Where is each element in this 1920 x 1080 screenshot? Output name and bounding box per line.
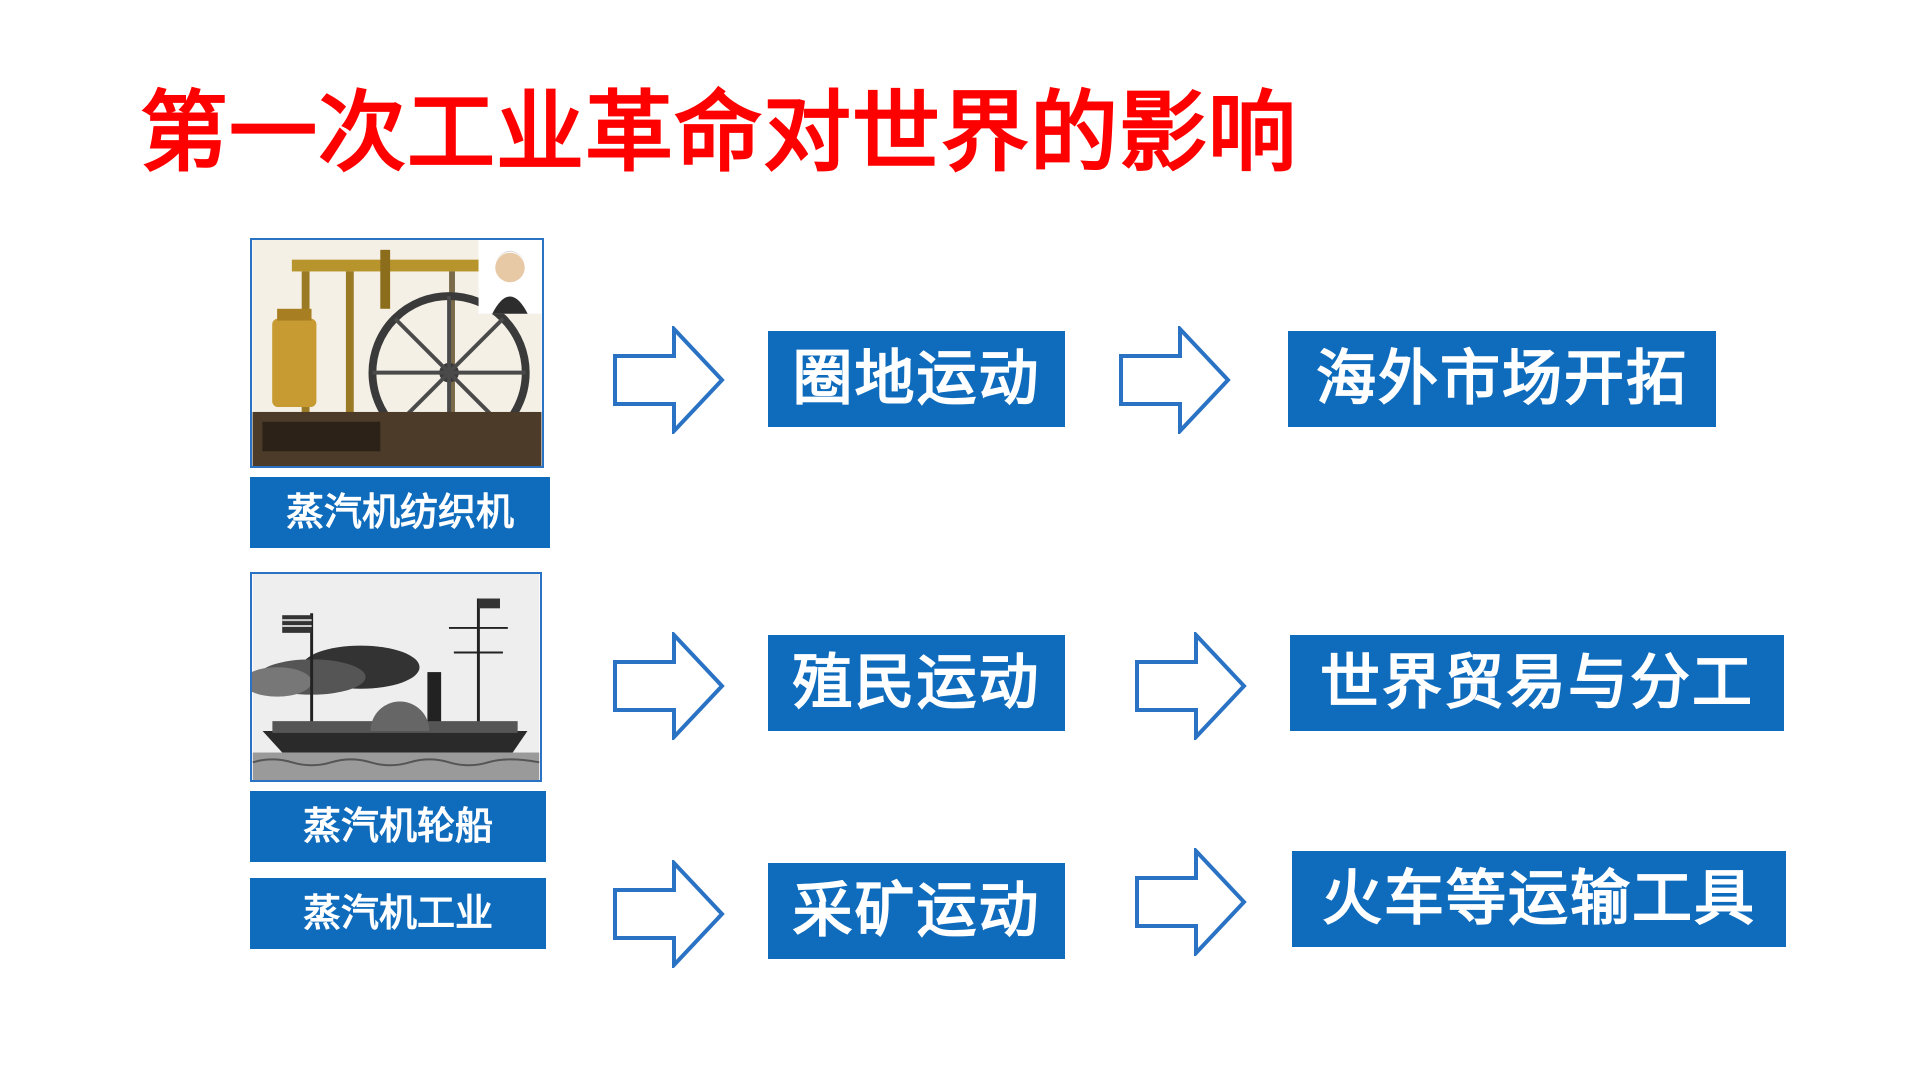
right-arrow-outline-icon bbox=[613, 632, 725, 740]
box-enclosure-movement: 圈地运动 bbox=[768, 331, 1065, 427]
arrow-row1-left bbox=[612, 326, 726, 434]
right-arrow-outline-icon bbox=[1135, 632, 1247, 740]
box-railway-transport: 火车等运输工具 bbox=[1292, 851, 1786, 947]
steam-engine-image bbox=[250, 238, 544, 468]
box-overseas-markets: 海外市场开拓 bbox=[1288, 331, 1716, 427]
arrow-row3-right bbox=[1134, 848, 1248, 956]
box-colonial-movement: 殖民运动 bbox=[768, 635, 1065, 731]
steamboat-illustration bbox=[252, 574, 540, 780]
caption-steamboat: 蒸汽机轮船 bbox=[250, 791, 546, 862]
steam-engine-illustration bbox=[252, 240, 542, 466]
box-mining-movement: 采矿运动 bbox=[768, 863, 1065, 959]
steamboat-image bbox=[250, 572, 542, 782]
arrow-row2-left bbox=[612, 632, 726, 740]
caption-steam-textile: 蒸汽机纺织机 bbox=[250, 477, 550, 548]
right-arrow-outline-icon bbox=[1135, 848, 1247, 956]
arrow-row2-right bbox=[1134, 632, 1248, 740]
slide-title: 第一次工业革命对世界的影响 bbox=[140, 81, 1298, 184]
caption-steam-industry: 蒸汽机工业 bbox=[250, 878, 546, 949]
arrow-row1-right bbox=[1118, 326, 1232, 434]
arrow-row3-left bbox=[612, 860, 726, 968]
right-arrow-outline-icon bbox=[1119, 326, 1231, 434]
right-arrow-outline-icon bbox=[613, 326, 725, 434]
right-arrow-outline-icon bbox=[613, 860, 725, 968]
box-world-trade: 世界贸易与分工 bbox=[1290, 635, 1784, 731]
